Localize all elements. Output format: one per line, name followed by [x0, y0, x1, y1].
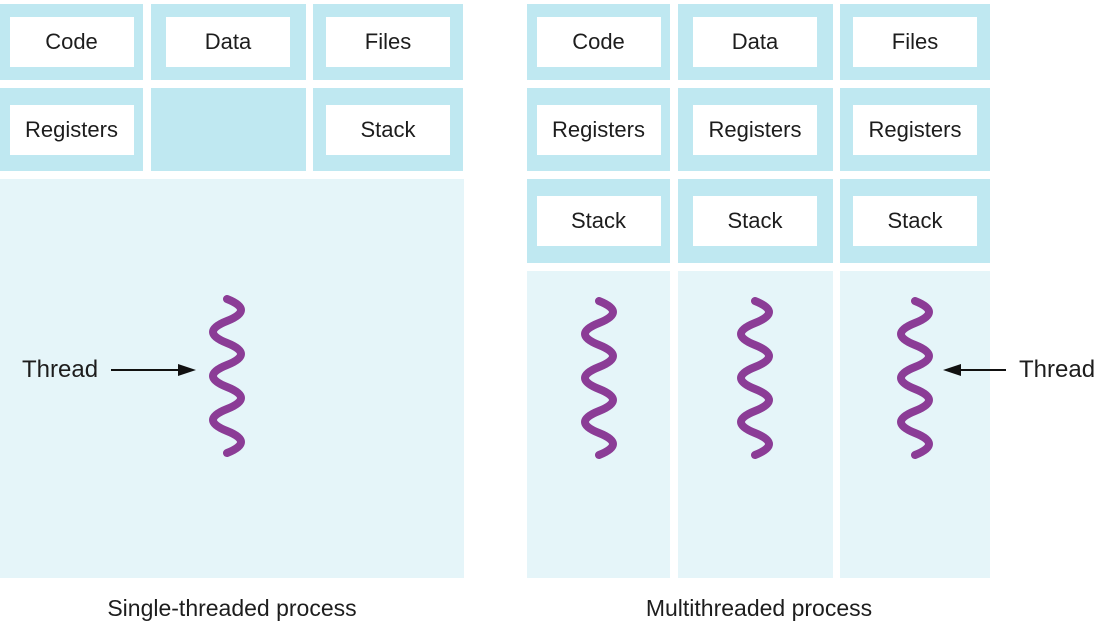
- multi-thread-column-2: [677, 271, 833, 578]
- single-files-box: Files: [326, 17, 450, 67]
- multi-registers-row: Registers Registers Registers: [527, 88, 991, 171]
- multi-code-label: Code: [572, 29, 625, 54]
- single-code-box: Code: [9, 17, 134, 67]
- multi-data-label: Data: [731, 29, 779, 54]
- thread-squiggle-icon: [209, 295, 245, 457]
- multi-thread-column-1: [527, 271, 670, 578]
- multi-files-label: Files: [891, 29, 939, 54]
- arrow-right-icon: [111, 364, 197, 376]
- multi-stack-box-1: Stack: [536, 196, 661, 246]
- multi-thread-pointer: Thread: [943, 355, 1095, 385]
- single-files-label: Files: [364, 29, 412, 54]
- thread-label: Thread: [1019, 356, 1096, 383]
- single-data-label: Data: [204, 29, 252, 54]
- single-state-row: Registers Stack: [0, 88, 464, 171]
- single-stack-cell: Stack: [313, 88, 463, 171]
- multi-registers-box-3: Registers: [853, 104, 977, 155]
- multi-stack-cell-2: Stack: [677, 179, 833, 263]
- single-stack-box: Stack: [326, 104, 450, 155]
- single-thread-pointer: Thread: [22, 355, 198, 385]
- multi-registers-label-1: Registers: [552, 116, 645, 142]
- single-data-cell: Data: [150, 4, 306, 80]
- multithreaded-process-group: Code Data Files Registers: [527, 4, 991, 578]
- multi-data-box: Data: [693, 17, 817, 67]
- multi-registers-box-2: Registers: [693, 104, 817, 155]
- single-stack-label: Stack: [360, 116, 416, 142]
- single-empty-cell: [150, 88, 306, 171]
- multi-stack-label-3: Stack: [887, 208, 943, 233]
- single-code-label: Code: [45, 29, 98, 54]
- thread-label: Thread: [22, 356, 99, 383]
- single-files-cell: Files: [313, 4, 463, 80]
- multi-stack-cell-3: Stack: [840, 179, 990, 263]
- single-threaded-process-group: Code Data Files Registers: [0, 4, 464, 578]
- multi-stack-label-1: Stack: [570, 208, 627, 233]
- multi-data-cell: Data: [677, 4, 833, 80]
- multi-stack-row: Stack Stack Stack: [527, 179, 991, 263]
- multi-stack-box-2: Stack: [693, 196, 817, 246]
- multi-process-caption: Multithreaded process: [645, 595, 873, 621]
- multi-registers-cell-2: Registers: [677, 88, 833, 171]
- multi-registers-cell-1: Registers: [527, 88, 670, 171]
- multi-stack-box-3: Stack: [853, 196, 977, 246]
- multi-files-cell: Files: [840, 4, 990, 80]
- single-data-box: Data: [166, 17, 290, 67]
- multi-stack-label-2: Stack: [727, 208, 783, 233]
- single-registers-label: Registers: [25, 116, 118, 142]
- single-registers-cell: Registers: [0, 88, 143, 171]
- multi-registers-label-2: Registers: [708, 116, 802, 142]
- multi-code-cell: Code: [527, 4, 670, 80]
- single-thread-space-panel: [0, 179, 464, 578]
- multi-registers-label-3: Registers: [868, 116, 962, 142]
- multi-thread-column-3: [840, 271, 990, 578]
- multi-thread-columns: [527, 271, 991, 578]
- multi-code-box: Code: [536, 17, 661, 67]
- single-process-caption: Single-threaded process: [107, 595, 357, 621]
- multi-resources-row: Code Data Files: [527, 4, 991, 80]
- thread-squiggle-icon: [580, 297, 617, 459]
- arrow-left-icon: [943, 364, 1006, 376]
- single-registers-box: Registers: [9, 104, 134, 155]
- single-code-cell: Code: [0, 4, 143, 80]
- thread-squiggle-icon: [897, 297, 933, 459]
- single-resources-row: Code Data Files: [0, 4, 464, 80]
- thread-squiggle-icon: [737, 297, 773, 459]
- multi-registers-box-1: Registers: [536, 104, 661, 155]
- multi-stack-cell-1: Stack: [527, 179, 670, 263]
- multi-files-box: Files: [853, 17, 977, 67]
- multi-registers-cell-3: Registers: [840, 88, 990, 171]
